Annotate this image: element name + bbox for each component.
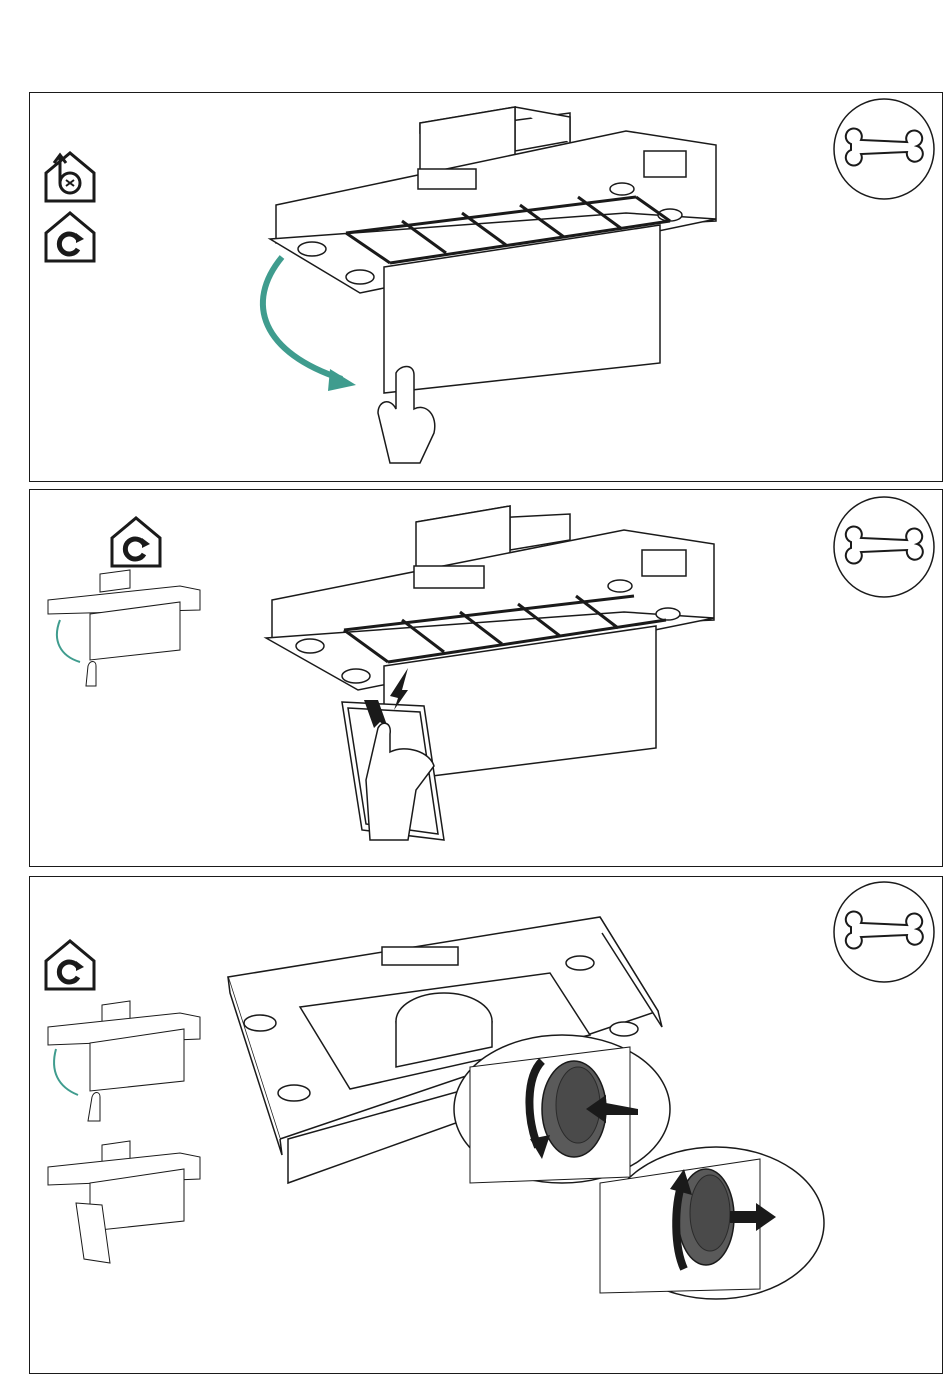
wrench-tool-icon	[834, 99, 934, 199]
step-1-thumbnail	[48, 1001, 200, 1121]
step-2-thumbnail	[48, 1141, 200, 1263]
wrench-tool-icon	[834, 497, 934, 597]
step-3-panel	[29, 876, 943, 1374]
ducted-mode-icon	[46, 153, 94, 201]
zoom-remove-filter	[600, 1147, 824, 1299]
recirculation-mode-icon	[46, 941, 94, 989]
recirculation-mode-icon	[112, 518, 160, 566]
recirculation-mode-icon	[46, 213, 94, 261]
step-2-panel	[29, 489, 943, 867]
step-3-illustration	[30, 877, 944, 1375]
hood-unit	[266, 506, 714, 782]
step-1-thumbnail	[48, 570, 200, 686]
wrench-tool-icon	[834, 882, 934, 982]
hood-unit	[270, 107, 716, 393]
step-1-illustration	[30, 93, 944, 483]
step-2-illustration	[30, 490, 944, 868]
zoom-insert-filter	[454, 1035, 670, 1183]
step-1-panel	[29, 92, 943, 482]
